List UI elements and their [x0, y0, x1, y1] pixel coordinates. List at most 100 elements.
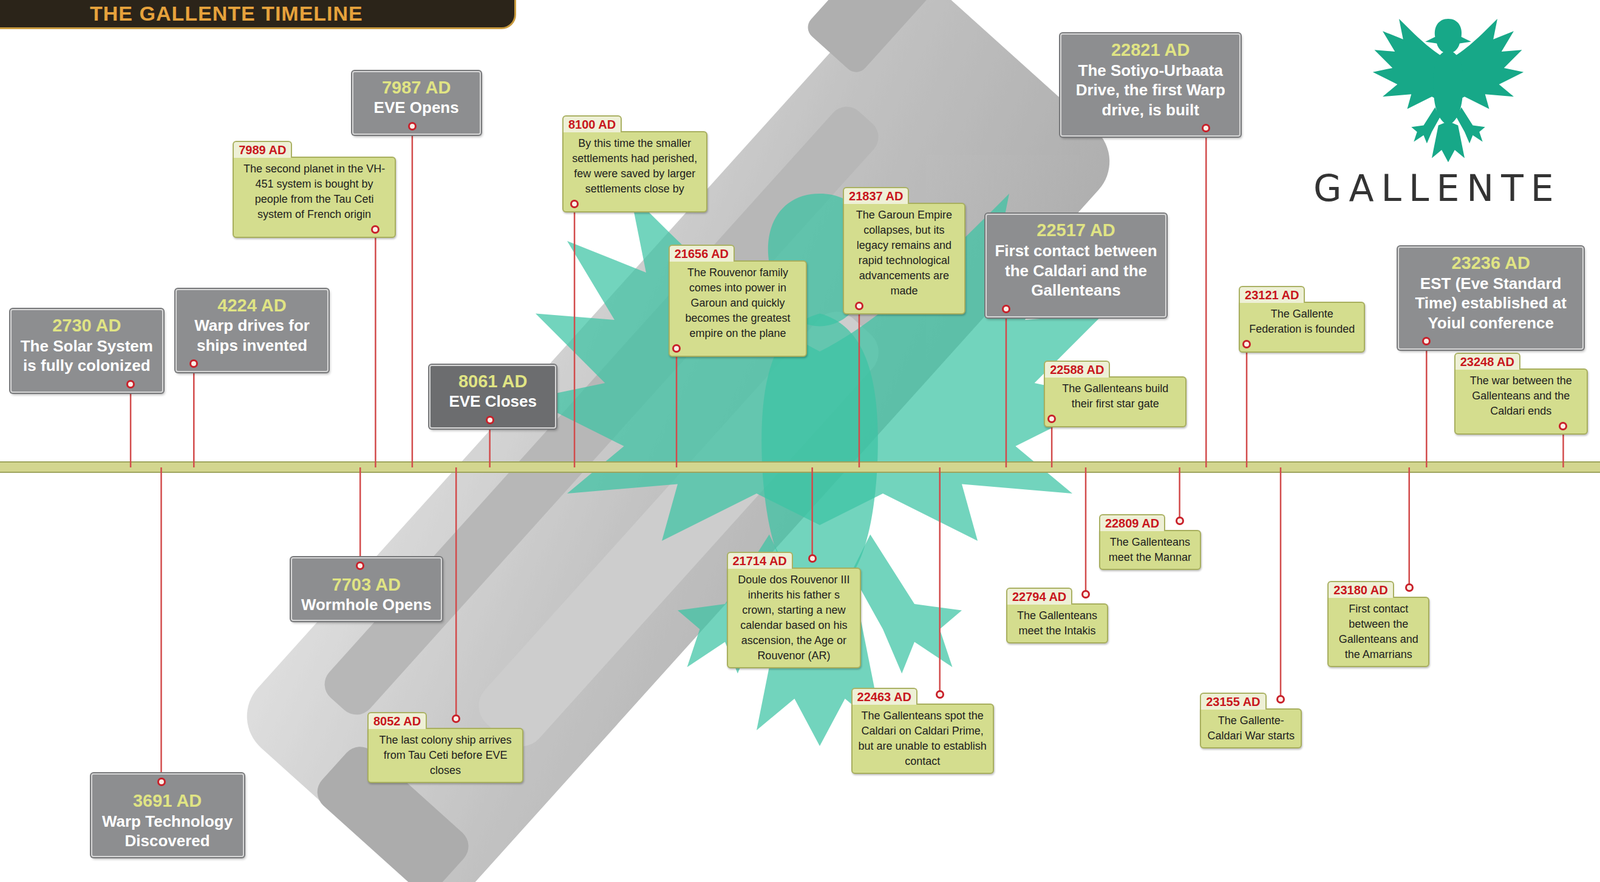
leader-line [1005, 309, 1008, 468]
event-year: 23236 AD [1405, 252, 1577, 274]
leader-line [573, 204, 576, 468]
event-dot [935, 690, 945, 699]
event-dot [1276, 695, 1285, 704]
event-dot [371, 225, 380, 234]
leader-line [455, 467, 458, 719]
event-dot [485, 415, 495, 425]
event-box: 23248 AD The war between the Gallenteans … [1454, 351, 1588, 435]
event-dot [1242, 340, 1251, 349]
event-year: 22809 AD [1099, 514, 1166, 532]
event-box: 7703 ADWormhole Opens [290, 557, 443, 622]
event-box: 2730 ADThe Solar System is fully coloniz… [10, 309, 164, 393]
event-text: Warp drives for ships invented [182, 315, 322, 356]
event-year: 23248 AD [1454, 352, 1521, 370]
event-box: 7987 ADEVE Opens [352, 71, 481, 135]
event-text: The Sotiyo-Urbaata Drive, the first Warp… [1067, 60, 1234, 121]
leader-line [1408, 467, 1410, 588]
event-box: 7989 ADThe second planet in the VH-451 s… [232, 139, 396, 239]
event-text: The Gallenteans spot the Caldari on Cald… [858, 709, 987, 768]
event-body: The second planet in the VH-451 system i… [232, 156, 396, 239]
event-text: Doule dos Rouvenor III inherits his fath… [737, 573, 850, 662]
logo-wordmark: GALLENTE [1313, 170, 1562, 207]
event-text: The Rouvenor family comes into power in … [684, 266, 790, 340]
leader-line [1245, 344, 1248, 468]
event-text: The last colony ship arrives from Tau Ce… [378, 734, 512, 777]
event-year: 22821 AD [1067, 39, 1234, 61]
event-box: 3691 ADWarp Technology Discovered [91, 773, 245, 858]
event-year: 23121 AD [1238, 285, 1305, 303]
event-dot [1558, 422, 1568, 431]
event-text: The Gallenteans meet the Mannar [1108, 536, 1192, 564]
event-text: The Gallenteans meet the Intakis [1017, 609, 1098, 637]
event-dot [1047, 414, 1056, 424]
event-year: 7989 AD [232, 140, 293, 158]
event-year: 4224 AD [182, 295, 322, 317]
event-dot [1201, 123, 1211, 133]
timeline-title: THE GALLENTE TIMELINE [0, 0, 364, 27]
event-text: The Gallente-Caldari War starts [1207, 714, 1295, 743]
gun-illustration [183, 0, 1152, 882]
event-text: The Gallente Federation is founded [1249, 307, 1355, 336]
leader-line [411, 126, 414, 468]
event-text: The Gallenteans build their first star g… [1062, 382, 1169, 410]
event-dot [808, 554, 817, 563]
leader-line [1280, 467, 1282, 700]
event-dot [157, 777, 166, 787]
event-box: 23180 AD First contact between the Gallen… [1327, 579, 1430, 668]
event-box: 8052 ADThe last colony ship arrives from… [367, 711, 524, 784]
event-box: 4224 ADWarp drives for ships invented [175, 289, 329, 373]
event-dot [672, 344, 681, 353]
event-dot [355, 561, 365, 571]
event-text: First contact between the Caldari and th… [992, 241, 1159, 301]
event-dot [1405, 583, 1414, 593]
event-year: 23180 AD [1327, 581, 1394, 599]
leader-line [160, 467, 163, 783]
event-text: EVE Closes [436, 391, 549, 412]
leader-line [858, 306, 861, 468]
event-year: 7987 AD [359, 77, 474, 99]
event-box: 22588 AD The Gallenteans build their firs… [1043, 359, 1187, 428]
event-year: 21837 AD [842, 187, 909, 205]
event-box: 22463 AD The Gallenteans spot the Caldari… [851, 686, 995, 775]
event-dot [1081, 590, 1090, 599]
event-body: The Gallenteans meet the Intakis [1006, 603, 1109, 644]
event-body: By this time the smaller settlements had… [562, 131, 708, 213]
event-body: The Gallenteans build their first star g… [1043, 376, 1187, 428]
leader-line [129, 384, 132, 468]
event-text: The war between the Gallenteans and the … [1470, 374, 1573, 418]
event-box: 23236 ADEST (Eve Standard Time) establis… [1397, 246, 1584, 350]
event-dot [1175, 516, 1185, 526]
leader-line [938, 467, 941, 695]
event-year: 22463 AD [851, 687, 918, 705]
event-text: Wormhole Opens [298, 595, 435, 616]
event-dot [1001, 304, 1011, 314]
event-year: 3691 AD [98, 790, 237, 812]
event-year: 22517 AD [992, 219, 1159, 242]
event-box: 8100 ADBy this time the smaller settleme… [562, 114, 708, 213]
event-dot [408, 122, 417, 131]
leader-line [811, 467, 814, 559]
event-year: 8100 AD [562, 115, 622, 133]
event-body: The Garoun Empire collapses, but its leg… [842, 202, 966, 315]
event-dot [189, 359, 198, 368]
leader-line [193, 363, 195, 468]
event-year: 22588 AD [1043, 360, 1110, 378]
event-box: 21714 AD Doule dos Rouvenor III inherits … [726, 550, 862, 669]
event-year: 23155 AD [1199, 692, 1267, 710]
event-body: The Gallente-Caldari War starts [1199, 708, 1302, 749]
event-body: The Gallente Federation is founded [1238, 301, 1366, 353]
event-dot [451, 714, 461, 724]
event-body: The war between the Gallenteans and the … [1454, 368, 1588, 435]
event-year: 21656 AD [668, 244, 735, 262]
event-body: First contact between the Gallenteans an… [1327, 596, 1430, 668]
event-body: Doule dos Rouvenor III inherits his fath… [726, 567, 862, 669]
event-year: 21714 AD [726, 551, 794, 569]
leader-line [675, 348, 678, 468]
event-text: First contact between the Gallenteans an… [1338, 602, 1419, 661]
event-dot [570, 199, 579, 209]
event-box: 22821 ADThe Sotiyo-Urbaata Drive, the fi… [1060, 33, 1241, 137]
event-box: 22517 ADFirst contact between the Caldar… [985, 213, 1166, 317]
event-year: 2730 AD [17, 315, 157, 337]
event-year: 22794 AD [1006, 587, 1073, 605]
